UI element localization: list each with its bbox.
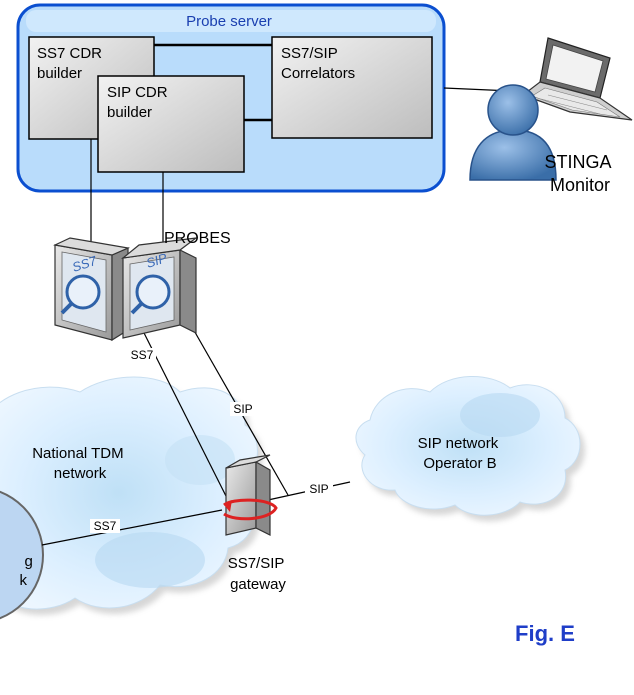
left-network-circle: [0, 490, 44, 620]
ss7-link-label-bg: [128, 348, 156, 362]
person-icon: [469, 84, 557, 181]
national-tdm-cloud: [0, 376, 263, 615]
sip-link-label-bg: [230, 402, 256, 416]
probes-label: PROBES: [164, 230, 231, 247]
sip-probe-text: SIP: [144, 250, 169, 271]
gateway-arrow-icon: [223, 498, 278, 521]
sip-gateway-label: SIP: [309, 482, 328, 496]
ss7-probe-text: SS7: [70, 253, 99, 275]
monitor-label: STINGA Monitor: [544, 152, 615, 195]
sip-probe-magnifier-icon: [135, 274, 171, 310]
sip-network-label: SIP network Operator B: [418, 435, 503, 472]
left-network-label: g k: [20, 553, 38, 589]
ss7-probe: SS7: [53, 237, 131, 342]
ss7-gateway-label-bg: [90, 519, 120, 533]
sip-gateway-label-bg: [305, 482, 333, 496]
national-tdm-label: National TDM network: [32, 445, 128, 482]
ss7-probe-magnifier-icon: [65, 274, 101, 310]
gateway-device: [223, 454, 278, 536]
probe-server-highlight: [26, 10, 436, 32]
figure-label: Fig. E: [515, 621, 575, 646]
sip-network-cloud: [355, 376, 585, 522]
sip-cdr-builder-label: SIP CDR builder: [107, 84, 172, 121]
correlators-label: SS7/SIP Correlators: [281, 45, 355, 82]
laptop-icon: [521, 37, 633, 121]
sip-probe: SIP: [120, 237, 199, 339]
ss7-link-label: SS7: [131, 348, 154, 362]
gateway-label: SS7/SIP gateway: [228, 555, 289, 593]
ss7-cdr-builder-label: SS7 CDR builder: [37, 45, 106, 82]
sip-link-label: SIP: [233, 402, 252, 416]
link-leftnetwork-gateway: [41, 509, 223, 546]
ss7-gateway-label: SS7: [94, 519, 117, 533]
probe-server-title: Probe server: [186, 13, 272, 30]
sip-cdr-builder-box: [97, 75, 245, 173]
correlators-box: [271, 36, 433, 139]
